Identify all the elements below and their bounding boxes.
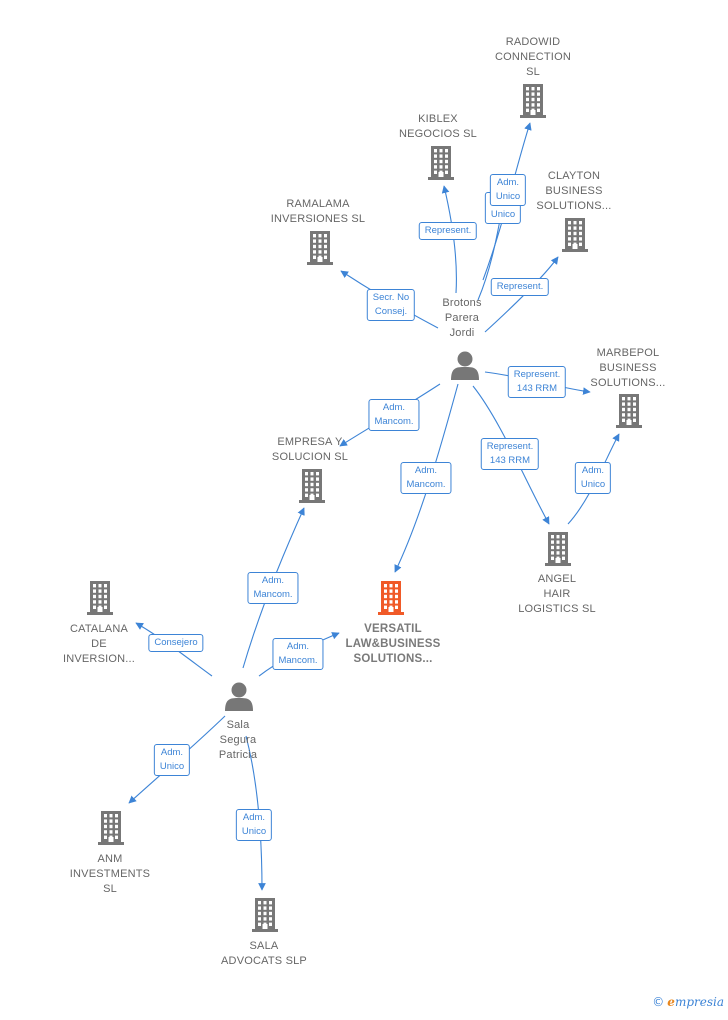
building-icon[interactable]: [545, 532, 571, 566]
building-icon[interactable]: [428, 146, 454, 180]
node-label-kiblex[interactable]: KIBLEX NEGOCIOS SL: [399, 113, 477, 140]
edge-label[interactable]: Secr. No Consej.: [366, 289, 416, 321]
edge-label[interactable]: Represent.: [490, 278, 550, 296]
edge-label[interactable]: Adm. Unico: [235, 809, 273, 841]
edge-label[interactable]: Adm. Mancom.: [400, 462, 452, 494]
edge-label[interactable]: Adm. Unico: [574, 462, 612, 494]
copyright-footer: ©empresia: [652, 995, 724, 1009]
person-icon[interactable]: [225, 682, 253, 712]
building-icon[interactable]: [87, 581, 113, 615]
building-icon[interactable]: [520, 84, 546, 118]
building-icon[interactable]: [562, 218, 588, 252]
edge-label[interactable]: Adm. Unico: [489, 174, 527, 206]
building-icon[interactable]: [307, 231, 333, 265]
node-label-empresa[interactable]: EMPRESA Y SOLUCION SL: [271, 436, 349, 463]
node-label-clayton[interactable]: CLAYTON BUSINESS SOLUTIONS...: [536, 170, 612, 212]
edge-label[interactable]: Adm. Unico: [153, 744, 191, 776]
brand-name: mpresia: [674, 995, 724, 1009]
edge-label[interactable]: Represent.: [418, 222, 478, 240]
node-label-advocats[interactable]: SALA ADVOCATS SLP: [221, 940, 307, 967]
node-label-catalana[interactable]: CATALANA DE INVERSION...: [62, 623, 136, 665]
person-icon[interactable]: [451, 351, 479, 381]
node-label-brotons[interactable]: Brotons Parera Jordi: [442, 297, 482, 339]
copyright-symbol: ©: [652, 995, 665, 1009]
node-label-ramalama[interactable]: RAMALAMA INVERSIONES SL: [270, 198, 366, 225]
node-label-radowid[interactable]: RADOWID CONNECTION SL: [495, 36, 571, 78]
edge-label[interactable]: Represent. 143 RRM: [507, 366, 567, 398]
brand-initial: e: [667, 995, 675, 1009]
node-label-sala[interactable]: Sala Segura Patricia: [218, 719, 258, 761]
node-label-anm[interactable]: ANM INVESTMENTS SL: [69, 853, 151, 895]
building-icon[interactable]: [252, 898, 278, 932]
edge-label[interactable]: Consejero: [148, 634, 204, 652]
building-icon[interactable]: [616, 394, 642, 428]
edge-label[interactable]: Represent. 143 RRM: [480, 438, 540, 470]
building-icon[interactable]: [378, 581, 404, 615]
node-label-marbepol[interactable]: MARBEPOL BUSINESS SOLUTIONS...: [590, 347, 666, 389]
edge-label[interactable]: Adm. Mancom.: [272, 638, 324, 670]
building-icon[interactable]: [98, 811, 124, 845]
edge-label[interactable]: Adm. Mancom.: [247, 572, 299, 604]
node-label-angel[interactable]: ANGEL HAIR LOGISTICS SL: [518, 573, 596, 615]
node-label-versatil[interactable]: VERSATIL LAW&BUSINESS SOLUTIONS...: [345, 623, 441, 665]
edge-label[interactable]: Adm. Mancom.: [368, 399, 420, 431]
building-icon[interactable]: [299, 469, 325, 503]
